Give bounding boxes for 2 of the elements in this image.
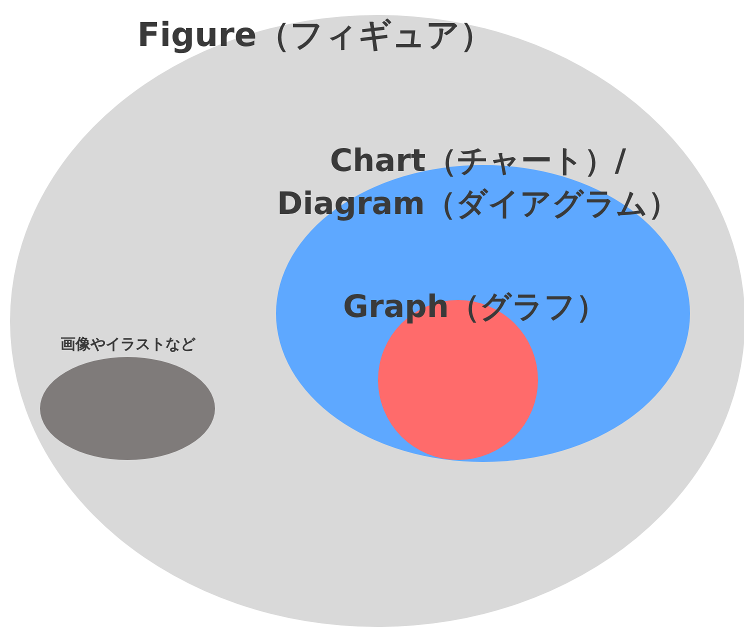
set-label: Figure（フィギュア） — [136, 14, 494, 56]
set-label: 画像やイラストなど — [60, 334, 197, 355]
